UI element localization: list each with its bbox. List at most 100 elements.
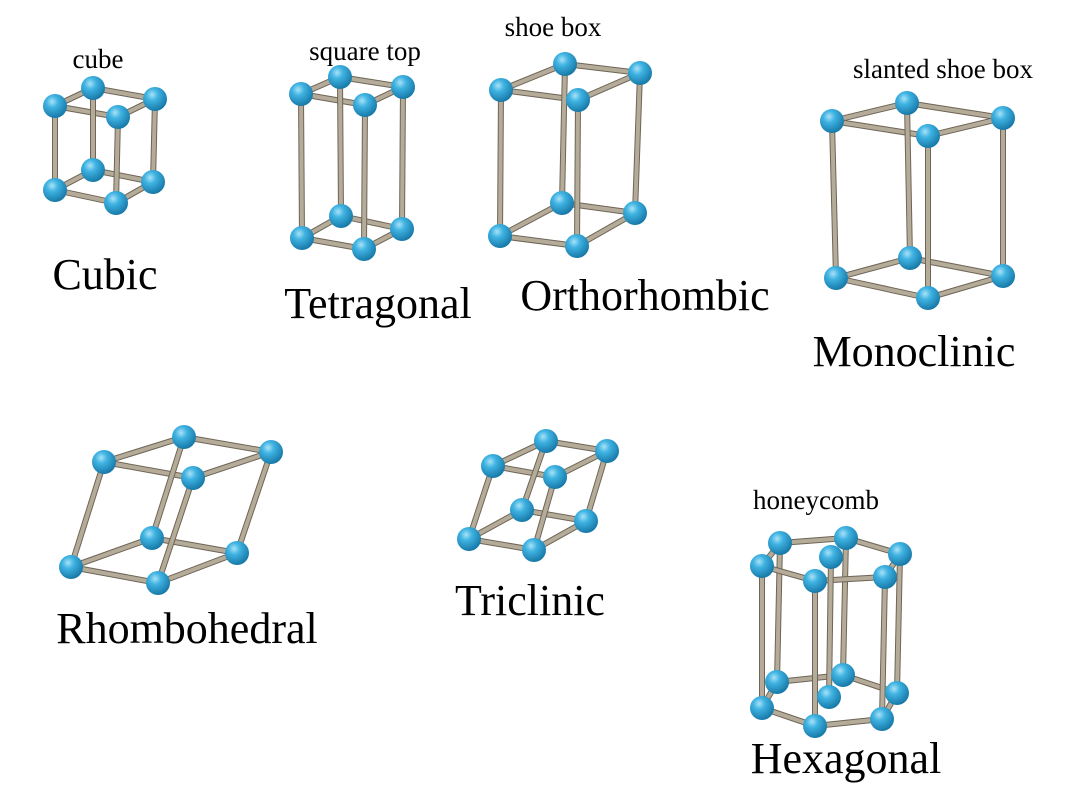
atom-sphere (353, 93, 377, 117)
bond-rod (560, 63, 567, 204)
bond-rod (905, 102, 912, 259)
atom-sphere (831, 663, 855, 687)
atom-sphere (885, 681, 909, 705)
bond-rod (70, 565, 159, 585)
atom-sphere (534, 429, 558, 453)
bond-rod (532, 476, 557, 551)
atom-sphere (888, 542, 912, 566)
atom-sphere (328, 65, 352, 89)
cubic-nickname: cube (73, 44, 124, 74)
atom-sphere (352, 237, 376, 261)
bond-rod (564, 62, 641, 75)
atom-sphere (628, 61, 652, 85)
bond-rod (831, 119, 929, 138)
bond-rod (499, 234, 578, 248)
bond-rod (927, 116, 1004, 138)
atom-sphere (104, 191, 128, 215)
atom-sphere (765, 670, 789, 694)
bond-rod (830, 120, 838, 279)
atom-sphere (141, 170, 165, 194)
bond-rod (151, 536, 238, 555)
atom-sphere (895, 91, 919, 115)
bond-rod (157, 551, 238, 585)
bond-rod (362, 104, 367, 250)
bond-rod (895, 553, 902, 694)
bond-rod (103, 435, 185, 464)
atom-sphere (870, 707, 894, 731)
atom-sphere (803, 569, 827, 593)
atom-sphere (259, 440, 283, 464)
atom-sphere (143, 87, 167, 111)
orthorhombic-nickname: shoe box (505, 12, 602, 42)
rhombohedral-lattice (59, 425, 283, 595)
atom-sphere (991, 264, 1015, 288)
hexagonal-lattice (750, 526, 912, 738)
bond-rod (633, 72, 642, 214)
bond-rod (561, 201, 636, 215)
bond-rod (584, 450, 609, 522)
atom-sphere (916, 286, 940, 310)
tetragonal-nickname: square top (309, 36, 421, 66)
tetragonal-label: Tetragonal (284, 279, 472, 328)
atom-sphere (489, 78, 513, 102)
atom-sphere (750, 554, 774, 578)
bond-rod (156, 477, 195, 584)
atom-sphere (510, 498, 534, 522)
atom-sphere (916, 124, 940, 148)
atom-sphere (106, 105, 130, 129)
atom-sphere (225, 541, 249, 565)
monoclinic-lattice (820, 91, 1015, 310)
atom-sphere (329, 204, 353, 228)
cubic-label: Cubic (52, 250, 157, 299)
atom-sphere (817, 685, 841, 709)
bond-rod (835, 256, 911, 280)
atom-sphere (574, 509, 598, 533)
bond-rod (235, 451, 273, 554)
bond-rod (520, 440, 548, 511)
bond-rod (151, 98, 157, 183)
bond-rod (498, 89, 503, 237)
triclinic-label: Triclinic (455, 576, 605, 625)
bond-rod (575, 99, 580, 247)
bond-rod (909, 256, 1004, 278)
atom-sphere (820, 109, 844, 133)
atom-sphere (391, 75, 415, 99)
atom-sphere (81, 158, 105, 182)
bond-rod (775, 542, 782, 683)
atom-sphere (457, 527, 481, 551)
atom-sphere (898, 246, 922, 270)
rhombohedral-label: Rhombohedral (56, 604, 318, 653)
atom-sphere (390, 217, 414, 241)
bond-rod (880, 576, 887, 720)
atom-sphere (92, 450, 116, 474)
atom-sphere (566, 88, 590, 112)
atom-sphere (481, 454, 505, 478)
bond-rod (299, 93, 304, 239)
bond-rod (906, 101, 1004, 120)
bond-rod (69, 461, 106, 568)
atom-sphere (543, 465, 567, 489)
bond-rod (841, 537, 848, 676)
atom-sphere (289, 82, 313, 106)
bond-rod (150, 436, 186, 539)
hexagonal-label: Hexagonal (751, 734, 942, 783)
bond-rod (927, 274, 1004, 300)
cubic-lattice (43, 76, 167, 215)
orthorhombic-label: Orthorhombic (520, 271, 769, 320)
atom-sphere (522, 538, 546, 562)
triclinic-lattice (457, 429, 619, 562)
atom-sphere (824, 266, 848, 290)
atom-sphere (803, 714, 827, 738)
atom-sphere (819, 545, 843, 569)
bond-rod (183, 435, 272, 454)
atom-sphere (595, 439, 619, 463)
atom-sphere (43, 178, 67, 202)
atom-sphere (873, 565, 897, 589)
bond-rod (835, 276, 929, 300)
bond-rod (192, 450, 272, 480)
tetragonal-lattice (289, 65, 415, 261)
bond-rod (338, 76, 343, 217)
atom-sphere (59, 555, 83, 579)
atom-sphere (991, 106, 1015, 130)
